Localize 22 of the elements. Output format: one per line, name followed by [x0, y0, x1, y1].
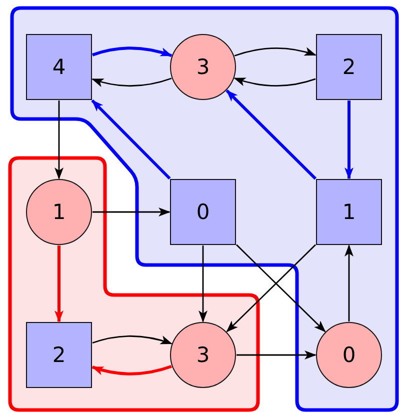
arrow — [91, 99, 171, 180]
arrow — [236, 244, 326, 332]
square-node: 2 — [26, 322, 92, 388]
arrow — [236, 350, 316, 360]
arrow — [92, 364, 172, 376]
arrow — [226, 90, 317, 180]
arrow — [92, 208, 170, 216]
arrow — [344, 100, 354, 180]
square-node: 4 — [26, 34, 92, 100]
arrow — [226, 244, 316, 332]
square-node: 1 — [316, 179, 382, 245]
arrow — [54, 100, 64, 180]
arrow — [234, 47, 316, 56]
arrow — [344, 244, 354, 322]
arrow — [92, 335, 172, 344]
square-node: 2 — [316, 34, 382, 100]
arrow — [198, 246, 208, 322]
arrow — [92, 46, 172, 58]
arrow — [54, 246, 64, 322]
arrow — [234, 77, 316, 86]
arrow — [92, 78, 172, 87]
square-node: 0 — [170, 179, 236, 245]
